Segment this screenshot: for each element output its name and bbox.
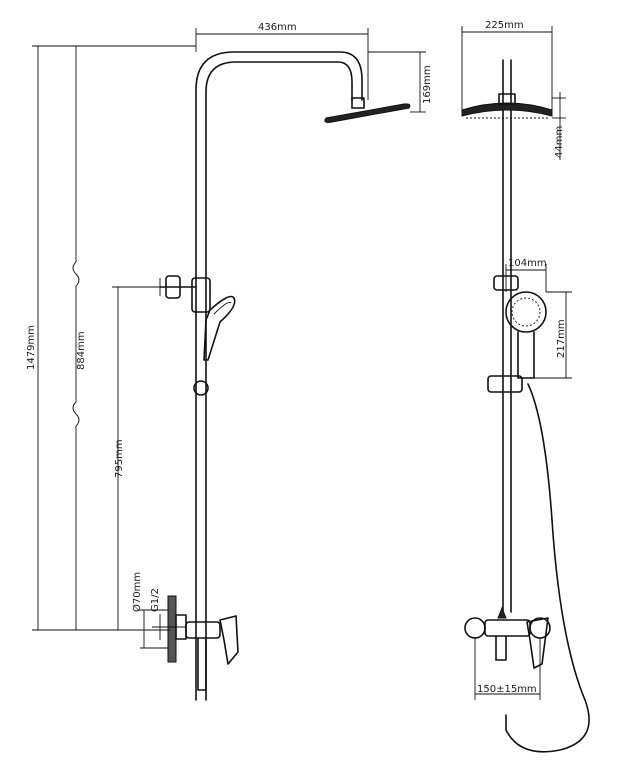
dim-label-diameter: Ø70mm — [131, 572, 143, 612]
front-slide-holder — [487, 375, 523, 393]
side-view: 436mm 169mm 1479mm 884mm 795mm — [26, 22, 433, 701]
dim-thread: G1/2 — [150, 588, 161, 640]
mixer-valve — [152, 595, 239, 691]
dim-label-150: 150±15mm — [477, 684, 537, 695]
dim-label-44: 44mm — [554, 126, 565, 158]
dim-width-head-arm: 436mm — [195, 22, 369, 100]
dim-label-795: 795mm — [114, 439, 125, 478]
front-hand-shower-head — [505, 291, 547, 333]
dim-label-225: 225mm — [485, 20, 524, 31]
dim-head-diameter: 225mm — [461, 20, 553, 110]
front-mixer-valve — [464, 606, 551, 669]
dim-label-104: 104mm — [508, 258, 547, 269]
riser-pipe — [195, 51, 363, 701]
front-head-connector — [498, 93, 516, 105]
dim-label-436: 436mm — [258, 22, 297, 33]
dim-total-height: 1479mm — [26, 45, 196, 631]
dim-label-1479: 1479mm — [26, 325, 37, 370]
dim-hand-head-width: 104mm — [505, 258, 547, 292]
rain-head-connector — [351, 97, 365, 109]
slide-holder — [191, 277, 211, 313]
rain-shower-head — [324, 103, 411, 123]
front-hand-shower-nozzles — [511, 297, 541, 327]
dim-adjustable-height: 884mm — [72, 46, 87, 630]
hand-shower-face — [213, 302, 232, 315]
dim-mixer-to-bracket: 795mm — [112, 286, 166, 630]
dim-hand-shower-length: 217mm — [534, 291, 572, 379]
dim-label-884: 884mm — [76, 331, 87, 370]
dim-inlet-centres: 150±15mm — [474, 638, 541, 700]
front-view: 225mm 44mm 104mm 217mm 150±1 — [461, 20, 590, 753]
dim-head-drop: 169mm — [368, 51, 433, 113]
riser-pipe-inner — [205, 61, 353, 701]
hand-shower — [203, 295, 236, 361]
shower-hose — [505, 383, 590, 753]
front-rain-head — [461, 102, 553, 117]
slide-stopper — [193, 380, 209, 396]
dim-label-217: 217mm — [556, 319, 567, 358]
dim-escutcheon: Ø70mm — [131, 572, 168, 649]
dim-head-thickness: 44mm — [552, 92, 566, 160]
front-hand-shower-handle — [517, 331, 535, 379]
dim-label-thread: G1/2 — [150, 588, 161, 612]
dim-label-169: 169mm — [422, 65, 433, 104]
